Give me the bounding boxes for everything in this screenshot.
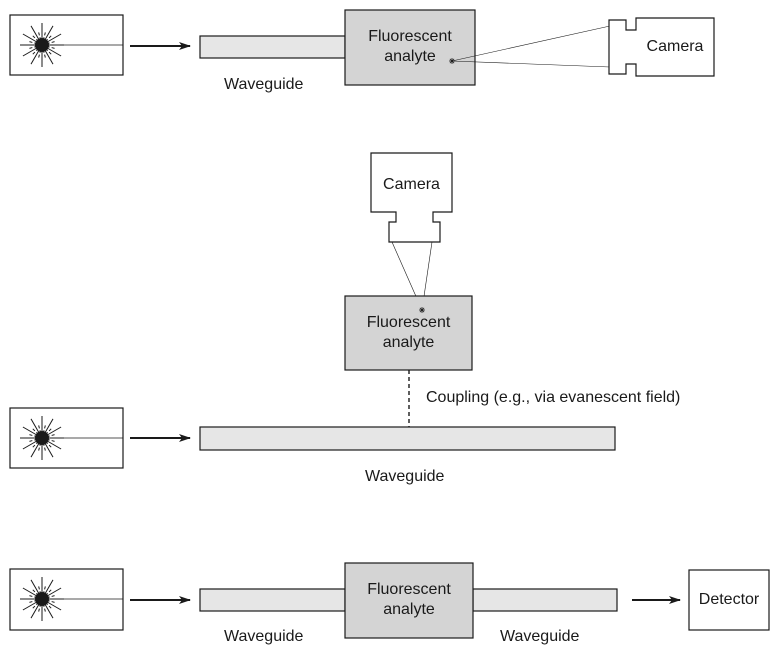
camera-label-1: Camera — [646, 38, 704, 55]
analyte-label-3: Fluorescent analyte — [345, 580, 473, 620]
analyte-label-line1: Fluorescent — [366, 314, 451, 331]
analyte-box-2 — [344, 295, 473, 371]
emission-point-2 — [419, 307, 425, 313]
waveguide-label-1: Waveguide — [224, 76, 304, 93]
analyte-label-1: Fluorescent analyte — [345, 27, 475, 67]
light-source-3 — [9, 568, 124, 631]
analyte-label-line1: Fluorescent — [368, 28, 452, 45]
light-source-1 — [9, 14, 124, 76]
coupling-label: Coupling (e.g., via evanescent field) — [426, 389, 681, 406]
diagram-2 — [9, 152, 616, 469]
analyte-box-3 — [344, 562, 474, 639]
analyte-label-line1: Fluorescent — [367, 581, 451, 598]
detector-label: Detector — [698, 591, 760, 608]
analyte-label-2: Fluorescent analyte — [345, 313, 472, 353]
camera-icon — [370, 152, 453, 243]
waveguide-label-2: Waveguide — [365, 468, 445, 485]
view-ray-bottom-1 — [451, 60, 611, 68]
view-ray-top-1 — [451, 25, 611, 62]
camera-icon — [608, 17, 715, 77]
waveguide-3-right — [472, 588, 618, 612]
diagram-1 — [9, 9, 715, 86]
analyte-box-1 — [344, 9, 476, 86]
light-source-2 — [9, 407, 124, 469]
waveguide-label-3-right: Waveguide — [500, 628, 580, 645]
analyte-label-line2: analyte — [383, 601, 435, 618]
waveguide-2 — [199, 426, 616, 451]
diagram-3 — [9, 562, 770, 639]
analyte-label-line2: analyte — [384, 48, 436, 65]
waveguide-1 — [199, 35, 346, 59]
analyte-label-line2: analyte — [382, 334, 435, 351]
waveguide-3-left — [199, 588, 346, 612]
waveguide-label-3-left: Waveguide — [224, 628, 304, 645]
camera-label-2: Camera — [383, 176, 440, 193]
detector-box — [688, 569, 770, 631]
